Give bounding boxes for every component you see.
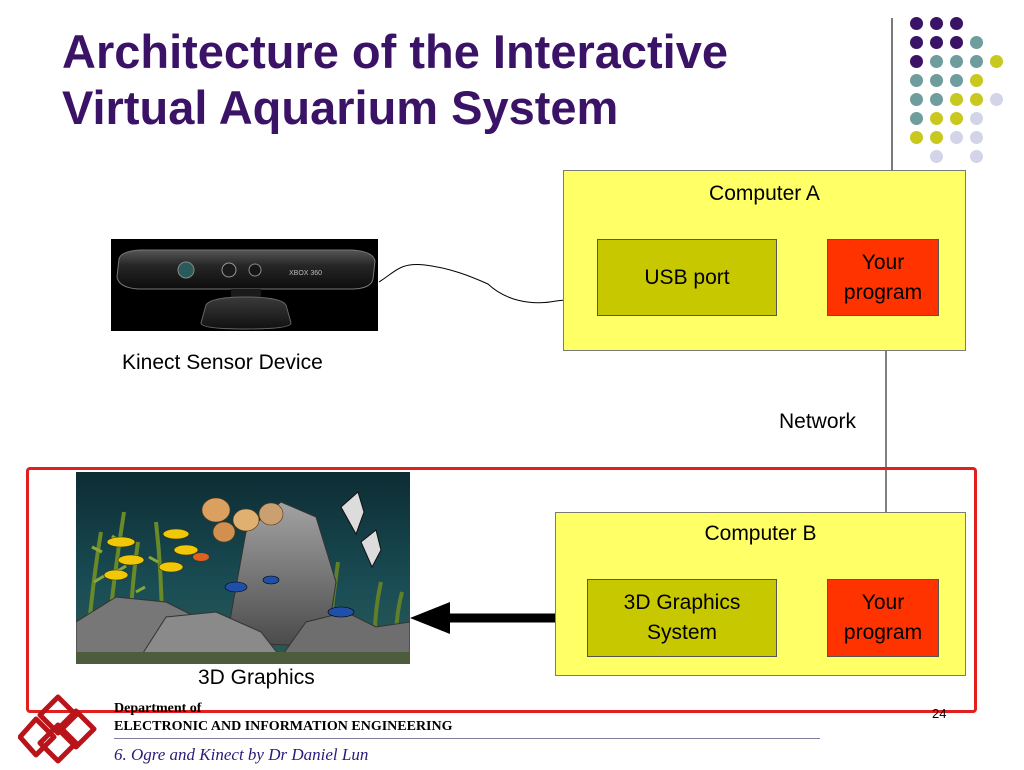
program-b-line-1: Your xyxy=(861,591,905,614)
program-a-line-2: program xyxy=(843,280,923,304)
aquarium-scene-icon xyxy=(76,472,410,664)
knot-logo-icon xyxy=(17,694,97,764)
program-b-box: Your program xyxy=(827,579,939,657)
dot xyxy=(910,74,923,87)
dot xyxy=(970,150,983,163)
dot xyxy=(930,93,943,106)
dot xyxy=(950,55,963,68)
dot xyxy=(950,93,963,106)
university-logo xyxy=(17,693,98,765)
title-line-2: Virtual Aquarium System xyxy=(62,81,619,134)
department-text: Department of ELECTRONIC AND INFORMATION… xyxy=(114,700,453,736)
footer-divider xyxy=(114,738,820,739)
dot xyxy=(930,17,943,30)
dot xyxy=(970,112,983,125)
dot xyxy=(970,36,983,49)
dot xyxy=(930,112,943,125)
program-b-line-2: program xyxy=(843,621,923,644)
kinect-label: Kinect Sensor Device xyxy=(122,351,323,374)
dot xyxy=(930,131,943,144)
dot xyxy=(910,36,923,49)
aquarium-image xyxy=(76,472,410,664)
usb-port-box: USB port xyxy=(597,239,777,316)
dot xyxy=(950,74,963,87)
dot xyxy=(930,36,943,49)
dot xyxy=(990,93,1003,106)
slide-title: Architecture of the Interactive Virtual … xyxy=(62,24,862,136)
graphics-system-box: 3D Graphics System xyxy=(587,579,777,657)
course-title: 6. Ogre and Kinect by Dr Daniel Lun xyxy=(114,745,369,764)
kinect-device-icon: XBOX 360 xyxy=(116,249,376,330)
dot xyxy=(970,131,983,144)
highlight-frame xyxy=(26,467,977,713)
program-a-box: Your program xyxy=(827,239,939,316)
page-number: 24 xyxy=(932,706,947,721)
dot xyxy=(930,150,943,163)
graphics-label: 3D Graphics xyxy=(198,666,315,689)
dot xyxy=(910,131,923,144)
kinect-brand-text: XBOX 360 xyxy=(289,270,322,277)
dot xyxy=(910,17,923,30)
dot xyxy=(950,131,963,144)
dot xyxy=(970,74,983,87)
graphics-system-line-1: 3D Graphics xyxy=(623,591,741,614)
dot xyxy=(970,93,983,106)
computer-a-label: Computer A xyxy=(709,182,820,205)
usb-port-label: USB port xyxy=(644,265,730,289)
computer-b-label: Computer B xyxy=(704,522,817,545)
divider-line xyxy=(891,18,893,170)
dot xyxy=(930,74,943,87)
dot xyxy=(950,112,963,125)
dot xyxy=(910,55,923,68)
program-a-line-1: Your xyxy=(861,250,905,274)
dot xyxy=(990,55,1003,68)
dot xyxy=(930,55,943,68)
network-label: Network xyxy=(779,410,857,433)
graphics-system-line-2: System xyxy=(646,621,717,644)
dot xyxy=(910,93,923,106)
dot xyxy=(950,17,963,30)
title-line-1: Architecture of the Interactive xyxy=(62,25,729,78)
kinect-image: XBOX 360 xyxy=(111,239,378,331)
department-line-2: ELECTRONIC AND INFORMATION ENGINEERING xyxy=(114,719,453,734)
dot xyxy=(910,112,923,125)
department-line-1: Department of xyxy=(114,701,202,716)
dot xyxy=(970,55,983,68)
dot xyxy=(950,36,963,49)
